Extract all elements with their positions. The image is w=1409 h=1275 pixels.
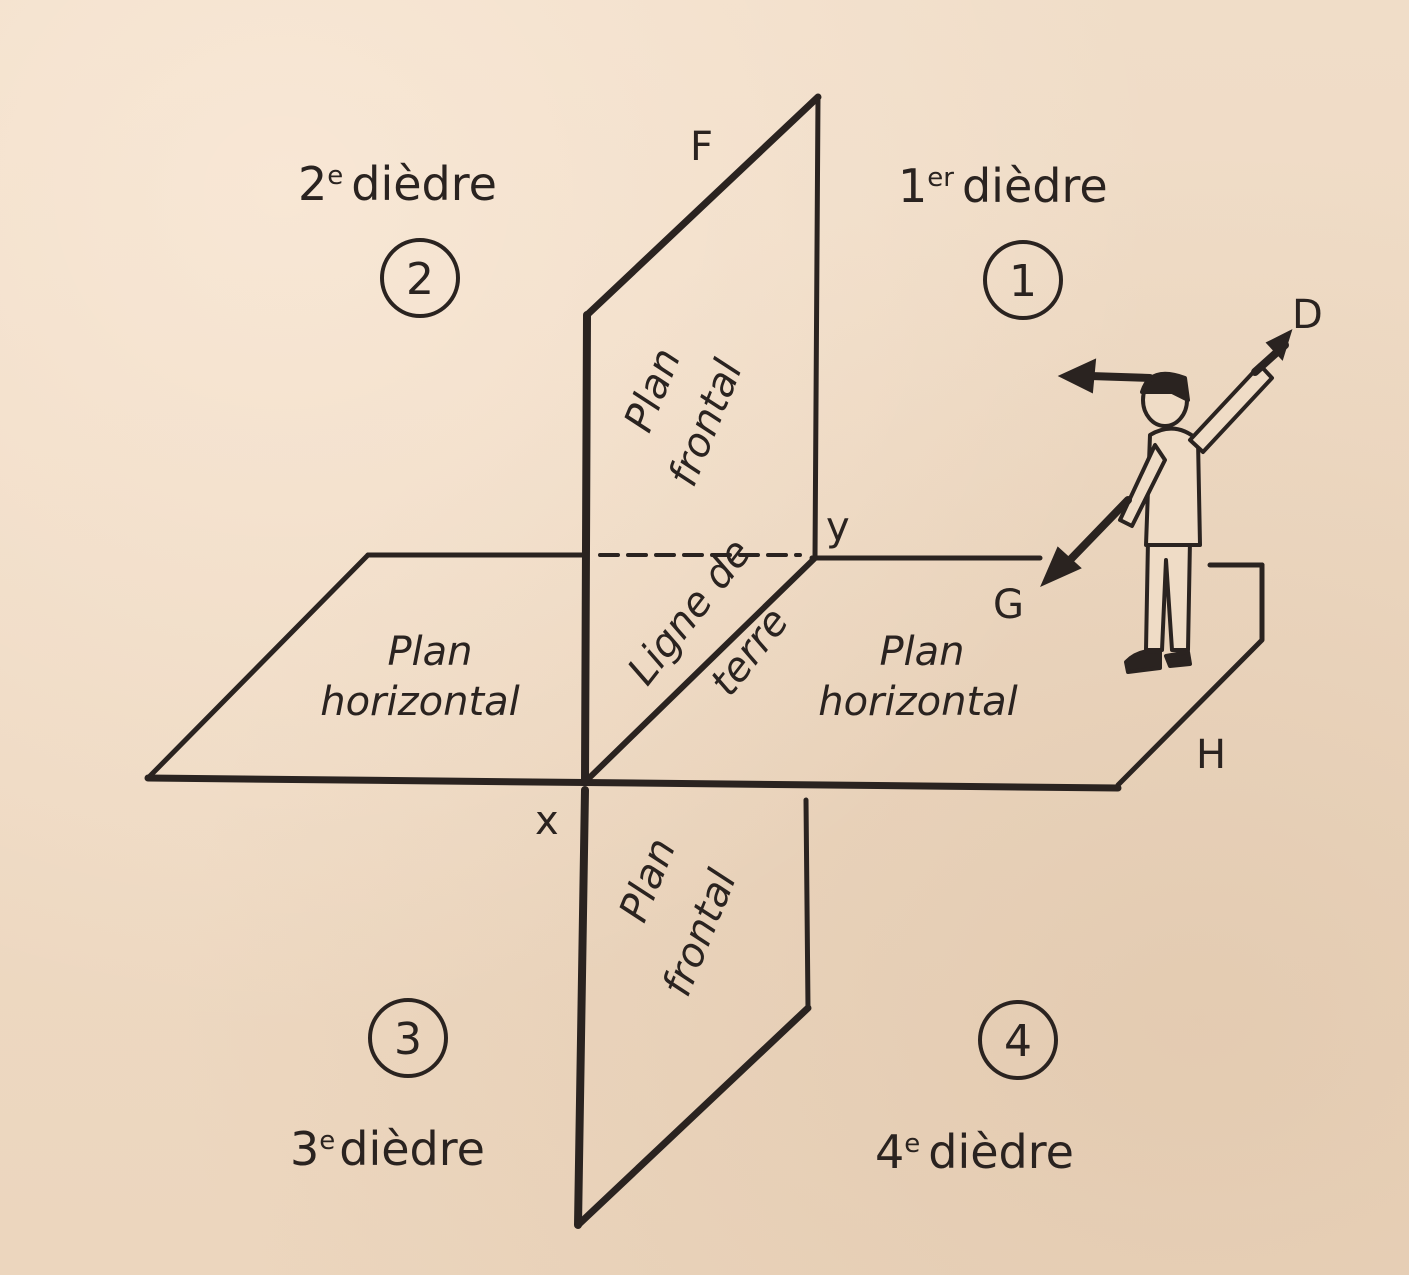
- dihedral-circle-4: [978, 1000, 1058, 1080]
- arrow-g-head: [1040, 546, 1082, 587]
- horizontal-plane-right-edge: [1115, 562, 1265, 788]
- dihedral-title-2-number: 2: [298, 157, 327, 211]
- horizontal-left-label-line1: Plan: [387, 629, 472, 675]
- point-label-G: G: [993, 582, 1024, 628]
- direction-arrows: [1040, 329, 1293, 587]
- point-label-D: D: [1292, 292, 1323, 338]
- observer-figure: [1118, 363, 1274, 674]
- point-label-y: y: [826, 504, 850, 550]
- frontal-lower-label-line1: Plan: [611, 832, 686, 928]
- dihedral-number-2: 2: [406, 254, 434, 305]
- dihedral-title-4-number: 4: [875, 1125, 904, 1179]
- dihedral-title-1-sup: er: [927, 163, 954, 193]
- frontal-plane-upper-right-edge: [812, 94, 821, 561]
- dihedral-circle-1: [983, 240, 1063, 320]
- dihedral-title-4-sup: e: [904, 1129, 920, 1159]
- frontal-plane-upper-left-edge: [581, 311, 591, 784]
- arrow-g-shaft: [1066, 496, 1132, 564]
- dihedral-title-2-word: dièdre: [351, 157, 497, 211]
- point-label-H: H: [1196, 732, 1226, 778]
- dihedral-title-3-sup: e: [319, 1126, 335, 1156]
- dihedral-title-1-word: dièdre: [962, 159, 1108, 213]
- horizontal-left-label-line2: horizontal: [320, 679, 520, 725]
- dihedral-title-1-number: 1: [898, 159, 927, 213]
- point-label-F: F: [690, 124, 713, 170]
- point-label-x: x: [535, 798, 559, 844]
- dihedral-number-1: 1: [1009, 256, 1037, 307]
- dihedral-title-4-word: dièdre: [928, 1125, 1074, 1179]
- dihedral-title-3: 3edièdre: [290, 1122, 485, 1176]
- frontal-plane-lower-right-edge: [803, 797, 811, 1011]
- arrow-d-head: [1265, 329, 1293, 361]
- horizontal-plane-left-edge: [145, 552, 371, 781]
- frontal-upper-label-line1: Plan: [616, 342, 691, 438]
- horizontal-right-label-line2: horizontal: [818, 679, 1018, 725]
- dihedral-title-1: 1er dièdre: [898, 159, 1108, 213]
- arrow-left-head: [1057, 358, 1097, 394]
- arrow-left-shaft: [1086, 372, 1154, 382]
- dihedral-title-2-sup: e: [327, 161, 343, 191]
- ground-line: [582, 555, 818, 785]
- dihedral-title-3-word: dièdre: [339, 1122, 485, 1176]
- dihedral-circle-2: [380, 238, 460, 318]
- dihedral-number-4: 4: [1004, 1016, 1032, 1067]
- horizontal-plane-front-edge: [144, 774, 1122, 792]
- dihedral-number-3: 3: [394, 1014, 422, 1065]
- dihedral-title-3-number: 3: [290, 1122, 319, 1176]
- frontal-plane-upper-top-edge: [583, 93, 822, 319]
- dihedral-circle-3: [368, 998, 448, 1078]
- frontal-plane-lower-left-edge: [574, 786, 589, 1229]
- frontal-plane-lower-bottom-edge: [574, 1004, 812, 1229]
- horizontal-right-label-line1: Plan: [879, 629, 964, 675]
